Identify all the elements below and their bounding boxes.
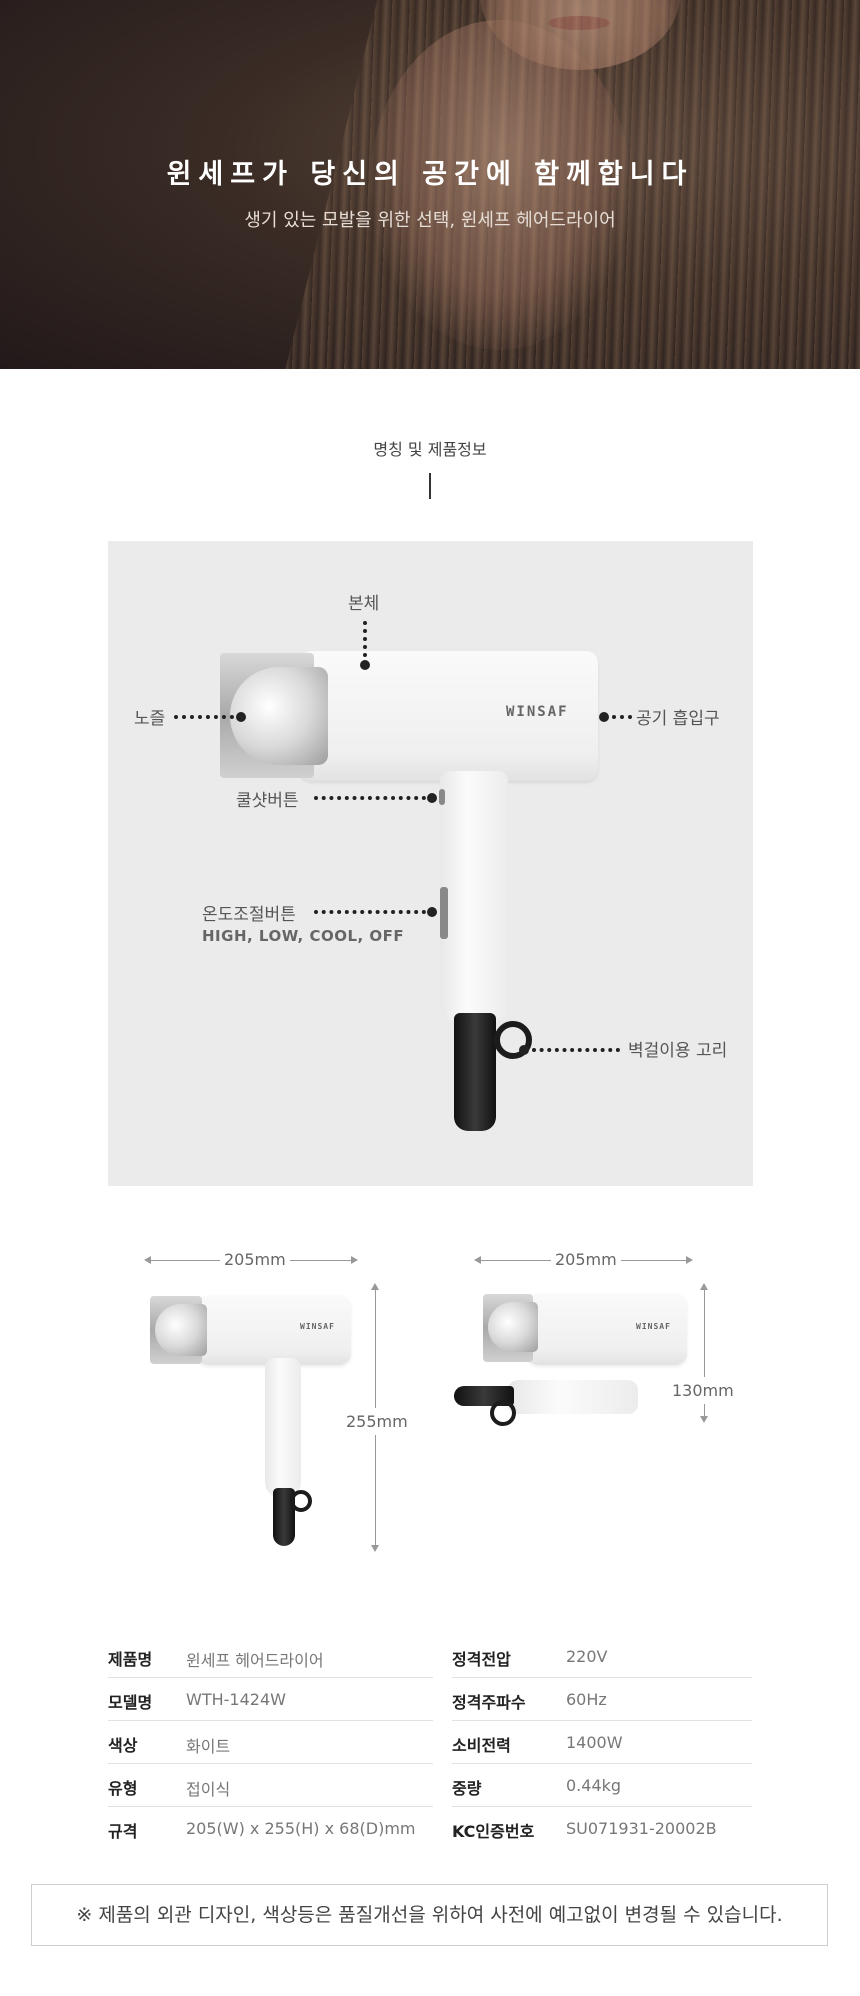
- arrow-down-icon: [371, 1545, 379, 1552]
- leader-temp-button: [314, 910, 426, 914]
- spec-value: 1400W: [566, 1733, 623, 1752]
- dryer-body-shape: [298, 651, 598, 781]
- spec-row: 정격전압 220V: [452, 1636, 752, 1678]
- arrow-up-icon: [371, 1283, 379, 1290]
- folded-brand-mark: WINSAF: [636, 1322, 671, 1331]
- dryer-grip-shape: [454, 1013, 496, 1131]
- spec-key: 모델명: [108, 1693, 153, 1712]
- spec-value: 220V: [566, 1647, 608, 1666]
- section-title: 명칭 및 제품정보: [373, 440, 487, 459]
- spec-value: WTH-1424W: [186, 1690, 286, 1709]
- folded-dryer-nozzle-lens: [488, 1302, 538, 1352]
- front-dryer-grip-shape: [273, 1488, 295, 1546]
- spec-row: 유형 접이식: [108, 1765, 433, 1807]
- leader-nozzle: [174, 715, 234, 719]
- dim-front-height: 255mm: [346, 1408, 408, 1435]
- spec-key: 정격전압: [452, 1650, 511, 1669]
- spec-value: 화이트: [186, 1737, 231, 1756]
- leader-air-intake: [612, 715, 632, 719]
- front-brand-mark: WINSAF: [300, 1322, 335, 1331]
- spec-value: 60Hz: [566, 1690, 607, 1709]
- label-temp-modes: HIGH, LOW, COOL, OFF: [202, 927, 405, 945]
- point-body: [360, 660, 370, 670]
- spec-value: SU071931-20002B: [566, 1819, 717, 1838]
- parts-diagram: WINSAF 본체 노즐 공기 흡입구 쿨샷버튼 온도조절버튼 HIGH, LO…: [108, 541, 753, 1186]
- leader-cool-shot: [314, 796, 426, 800]
- spec-value: 205(W) x 255(H) x 68(D)mm: [186, 1819, 416, 1838]
- point-hook: [519, 1045, 529, 1055]
- front-dryer-nozzle-lens: [155, 1304, 207, 1356]
- spec-row: 모델명 WTH-1424W: [108, 1679, 433, 1721]
- label-air-intake: 공기 흡입구: [636, 709, 720, 729]
- spec-key: 규격: [108, 1822, 138, 1841]
- point-cool-shot: [427, 793, 437, 803]
- spec-row: 정격주파수 60Hz: [452, 1679, 752, 1721]
- spec-key: 제품명: [108, 1650, 153, 1669]
- arrow-down-icon: [700, 1416, 708, 1423]
- front-dryer-handle-shape: [265, 1358, 301, 1498]
- front-dryer-body-shape: [195, 1295, 351, 1365]
- spec-key: 색상: [108, 1736, 138, 1755]
- spec-row: 소비전력 1400W: [452, 1722, 752, 1764]
- notice-box: ※ 제품의 외관 디자인, 색상등은 품질개선을 위하여 사전에 예고없이 변경…: [31, 1884, 828, 1946]
- folded-dryer-body-shape: [525, 1293, 687, 1365]
- spec-key: 정격주파수: [452, 1693, 526, 1712]
- leader-hook: [532, 1048, 620, 1052]
- arrow-left-icon: [474, 1256, 481, 1264]
- hero-title: 윈세프가 당신의 공간에 함께합니다: [166, 159, 694, 190]
- dryer-brand-mark: WINSAF: [506, 704, 569, 720]
- spec-key: 유형: [108, 1779, 138, 1798]
- dryer-temp-switch: [440, 887, 448, 939]
- folded-dryer-handle-shape: [508, 1380, 638, 1414]
- spec-row: KC인증번호 SU071931-20002B: [452, 1808, 752, 1850]
- arrow-right-icon: [351, 1256, 358, 1264]
- dim-folded-height: 130mm: [672, 1377, 734, 1404]
- hero-model-lips: [548, 16, 610, 30]
- point-nozzle: [236, 712, 246, 722]
- spec-key: 소비전력: [452, 1736, 511, 1755]
- section-divider: [429, 473, 431, 499]
- label-nozzle: 노즐: [134, 709, 166, 729]
- spec-row: 제품명 윈세프 헤어드라이어: [108, 1636, 433, 1678]
- front-dryer-ring: [290, 1490, 312, 1512]
- dryer-coolshot-switch: [439, 789, 445, 805]
- spec-row: 중량 0.44kg: [452, 1765, 752, 1807]
- spec-row: 규격 205(W) x 255(H) x 68(D)mm: [108, 1808, 433, 1850]
- spec-row: 색상 화이트: [108, 1722, 433, 1764]
- arrow-up-icon: [700, 1283, 708, 1290]
- arrow-right-icon: [686, 1256, 693, 1264]
- dryer-nozzle-lens: [230, 667, 328, 765]
- label-body: 본체: [348, 594, 380, 614]
- label-temp-button: 온도조절버튼: [202, 905, 296, 925]
- dim-front-width: 205mm: [220, 1250, 290, 1269]
- leader-body: [363, 621, 367, 657]
- dim-line-folded-height: [704, 1286, 705, 1418]
- folded-dryer-ring: [490, 1400, 516, 1426]
- label-hook: 벽걸이용 고리: [628, 1041, 728, 1061]
- hero-model-shoulder: [370, 20, 630, 350]
- spec-value: 접이식: [186, 1780, 231, 1799]
- arrow-left-icon: [144, 1256, 151, 1264]
- dryer-hanging-ring: [494, 1021, 532, 1059]
- spec-value: 윈세프 헤어드라이어: [186, 1651, 324, 1670]
- hero-subtitle: 생기 있는 모발을 위한 선택, 윈세프 헤어드라이어: [244, 210, 616, 231]
- point-air-intake: [599, 712, 609, 722]
- label-cool-shot: 쿨샷버튼: [236, 791, 299, 811]
- point-temp-button: [427, 907, 437, 917]
- dryer-handle-shape: [440, 771, 508, 1021]
- spec-key: 중량: [452, 1779, 482, 1798]
- hero-banner: 윈세프가 당신의 공간에 함께합니다 생기 있는 모발을 위한 선택, 윈세프 …: [0, 0, 860, 369]
- dim-folded-width: 205mm: [551, 1250, 621, 1269]
- spec-key: KC인증번호: [452, 1822, 535, 1841]
- spec-value: 0.44kg: [566, 1776, 622, 1795]
